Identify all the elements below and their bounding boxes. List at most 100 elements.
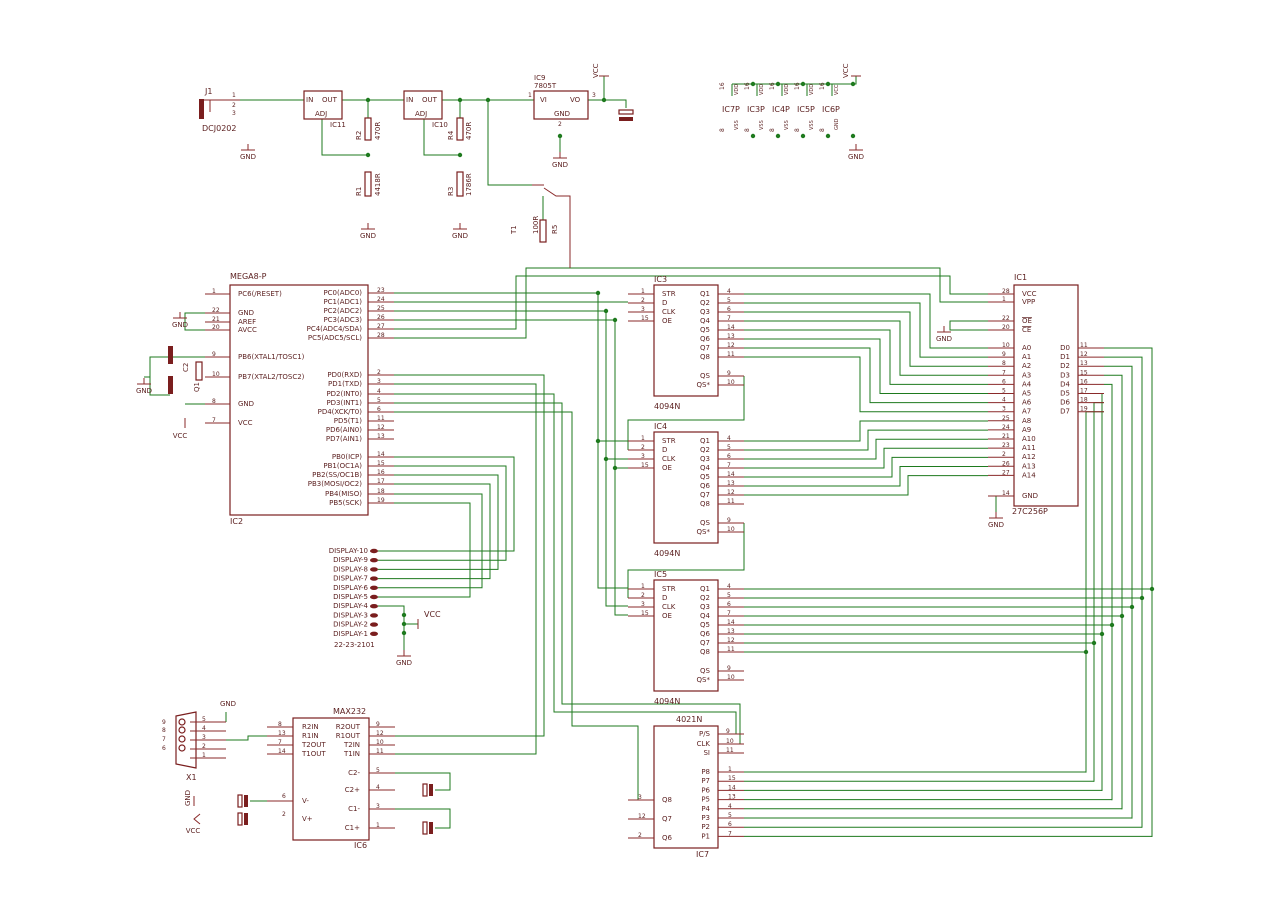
- label: 15: [728, 775, 736, 782]
- label: 5: [727, 444, 731, 451]
- label: D3: [1060, 371, 1070, 379]
- wire-addr-hi: [744, 466, 988, 487]
- label: 6: [727, 601, 731, 608]
- wire-addr: [744, 347, 988, 404]
- ic9-name: IC9: [534, 74, 545, 82]
- label: 5: [202, 716, 206, 723]
- sr-type: 4094N: [654, 402, 680, 411]
- mega8-pin-number: 14: [377, 451, 385, 458]
- j1-jack: [199, 99, 204, 119]
- wire-mega-gnd: [184, 312, 205, 331]
- label: VCC: [424, 610, 441, 619]
- label: IN: [406, 96, 413, 104]
- display-part: 22-23-2101: [334, 641, 375, 649]
- mega8-pin-label: VCC: [238, 419, 253, 427]
- label: VDD: [809, 84, 815, 95]
- label: C1+: [345, 824, 360, 832]
- label: 8: [162, 727, 166, 734]
- label: P/S: [699, 730, 711, 738]
- label: 11: [726, 747, 734, 754]
- display-pin: [370, 585, 378, 590]
- gnd-label: GND: [136, 387, 152, 395]
- x1-pin: [178, 718, 186, 726]
- mega8-pin-label: PD1(TXD): [328, 380, 362, 388]
- wire-display-gnd: [378, 605, 405, 650]
- cap-out: [618, 109, 634, 115]
- wire-pc4: [394, 275, 1014, 330]
- label: 4: [728, 803, 732, 810]
- label: 13: [727, 628, 735, 635]
- wire-t1-base: [487, 100, 532, 186]
- junction-dot: [595, 290, 601, 296]
- label: 6: [1002, 378, 1006, 385]
- label: 470R: [374, 122, 382, 140]
- label: VDD: [784, 84, 790, 95]
- ic7-body: [653, 725, 719, 849]
- gnd-label: GND: [552, 161, 568, 169]
- junction-dot: [612, 317, 618, 323]
- mega8-pin-number: 3: [377, 378, 381, 385]
- label: Q7: [700, 344, 710, 352]
- label: VPP: [1022, 298, 1035, 306]
- label: 16: [794, 82, 801, 90]
- display-pin: [370, 631, 378, 636]
- label: 14: [727, 324, 735, 331]
- cap-c2: [422, 783, 428, 797]
- r3-body: [456, 171, 464, 197]
- mega8-pin-label: PB5(SCK): [329, 499, 362, 507]
- junction-dot: [1099, 631, 1105, 637]
- label: P4: [701, 805, 710, 813]
- wires-layer: [144, 76, 1155, 837]
- junction-dot: [557, 133, 563, 139]
- mega8-body: [229, 284, 369, 516]
- label: R3: [447, 187, 455, 196]
- label: T2IN: [343, 741, 360, 749]
- display-pin: [370, 558, 378, 563]
- cap-vp-plate: [244, 813, 248, 825]
- wire-ps: [394, 393, 744, 735]
- wire-pc5: [394, 267, 1014, 339]
- label: D7: [1060, 408, 1070, 416]
- label: CLK: [662, 308, 676, 316]
- label: A9: [1022, 426, 1031, 434]
- junction-dot: [1129, 604, 1135, 610]
- label: 4: [727, 435, 731, 442]
- label: T2OUT: [301, 741, 326, 749]
- label: 6: [162, 745, 166, 752]
- label: VCC: [842, 63, 850, 78]
- label: T1OUT: [301, 750, 326, 758]
- label: Q3: [700, 455, 710, 463]
- label: 8: [719, 128, 726, 132]
- mega8-pin-number: 12: [377, 424, 385, 431]
- cap-c1: [422, 821, 428, 835]
- display-label: DISPLAY-4: [333, 602, 368, 610]
- label: 7: [727, 462, 731, 469]
- label: 11: [727, 498, 735, 505]
- gnd-label: GND: [360, 232, 376, 240]
- label: QS: [700, 667, 711, 675]
- label: 16: [819, 82, 826, 90]
- x1-name: X1: [186, 773, 197, 782]
- label: P2: [701, 823, 710, 831]
- mega8-pin-number: 2: [377, 369, 381, 376]
- cap-c2-plate: [429, 784, 433, 796]
- label: 16: [744, 82, 751, 90]
- junction-dot: [401, 612, 407, 618]
- wire-ic10-adj: [423, 119, 460, 156]
- junction-dot: [775, 133, 781, 139]
- label: 5: [376, 767, 380, 774]
- vcc-label: VCC: [592, 63, 600, 78]
- cap-vp: [237, 812, 243, 826]
- x1-db9: [175, 711, 197, 769]
- label: A14: [1022, 471, 1036, 479]
- wire-display: [378, 502, 471, 598]
- gnd-label: GND: [172, 321, 188, 329]
- label: Q7: [700, 639, 710, 647]
- label: P5: [701, 796, 710, 804]
- label: Q5: [700, 621, 710, 629]
- power-icon-label: IC4P: [772, 105, 790, 114]
- label: 8: [769, 128, 776, 132]
- mega8-pin-label: PB1(OC1A): [323, 462, 362, 470]
- junction-dot: [1091, 640, 1097, 646]
